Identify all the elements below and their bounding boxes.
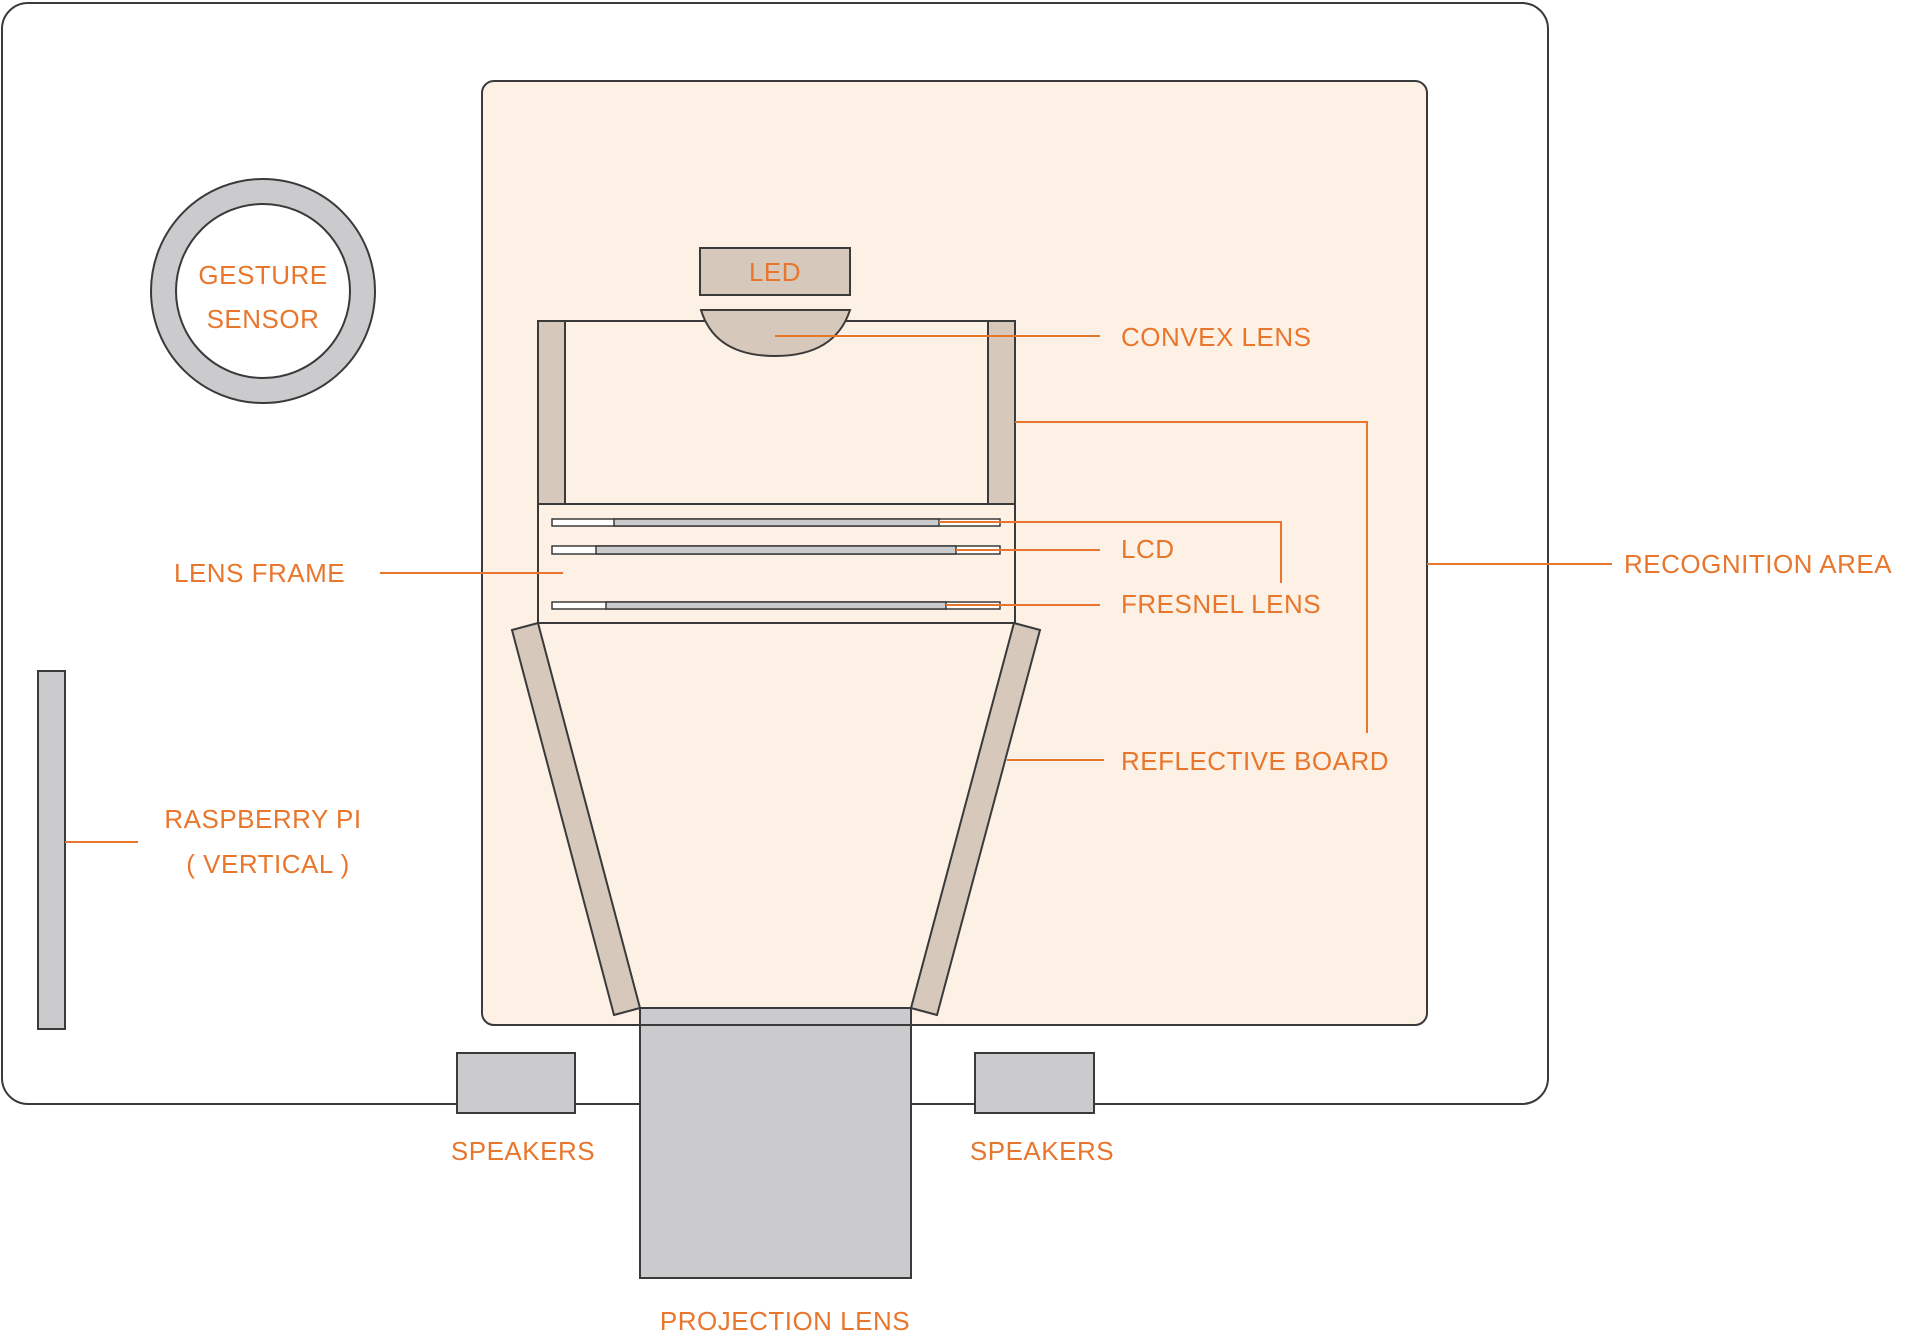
- frame-wall-leader: [1015, 421, 1368, 733]
- reflective-board-label: REFLECTIVE BOARD: [1121, 746, 1389, 776]
- convex-lens: [699, 309, 852, 358]
- convex-lens-label: CONVEX LENS: [1121, 322, 1311, 352]
- raspberry-pi-label-line1: RASPBERRY PI: [164, 804, 361, 834]
- projection-lens-label: PROJECTION LENS: [660, 1306, 910, 1335]
- raspberry-pi-label-line2: ( VERTICAL ): [186, 849, 349, 879]
- speaker-right: [974, 1052, 1095, 1114]
- lcd-label: LCD: [1121, 534, 1175, 564]
- speakers-left-label: SPEAKERS: [451, 1136, 595, 1166]
- fresnel-lens-label: FRESNEL LENS: [1121, 589, 1321, 619]
- led-label: LED: [749, 257, 801, 287]
- frame-wall-right: [987, 320, 1016, 505]
- gesture-sensor-face: [175, 203, 351, 379]
- recognition-area-label: RECOGNITION AREA: [1624, 549, 1892, 579]
- lcd-plate-inner: [595, 545, 957, 555]
- led-block: [699, 247, 851, 296]
- frame-wall-left: [537, 320, 566, 505]
- gesture-sensor-label-line1: GESTURE: [198, 260, 327, 290]
- gesture-sensor-label-line2: SENSOR: [207, 304, 320, 334]
- lens-plate-top-inner: [613, 518, 940, 527]
- fresnel-lens-plate-inner: [605, 601, 947, 610]
- speakers-right-label: SPEAKERS: [970, 1136, 1114, 1166]
- fresnel-top-leader: [939, 521, 1282, 583]
- lens-frame-label: LENS FRAME: [174, 558, 345, 588]
- projection-lens: [639, 1007, 912, 1279]
- speaker-left: [456, 1052, 576, 1114]
- raspberry-pi-board: [37, 670, 66, 1030]
